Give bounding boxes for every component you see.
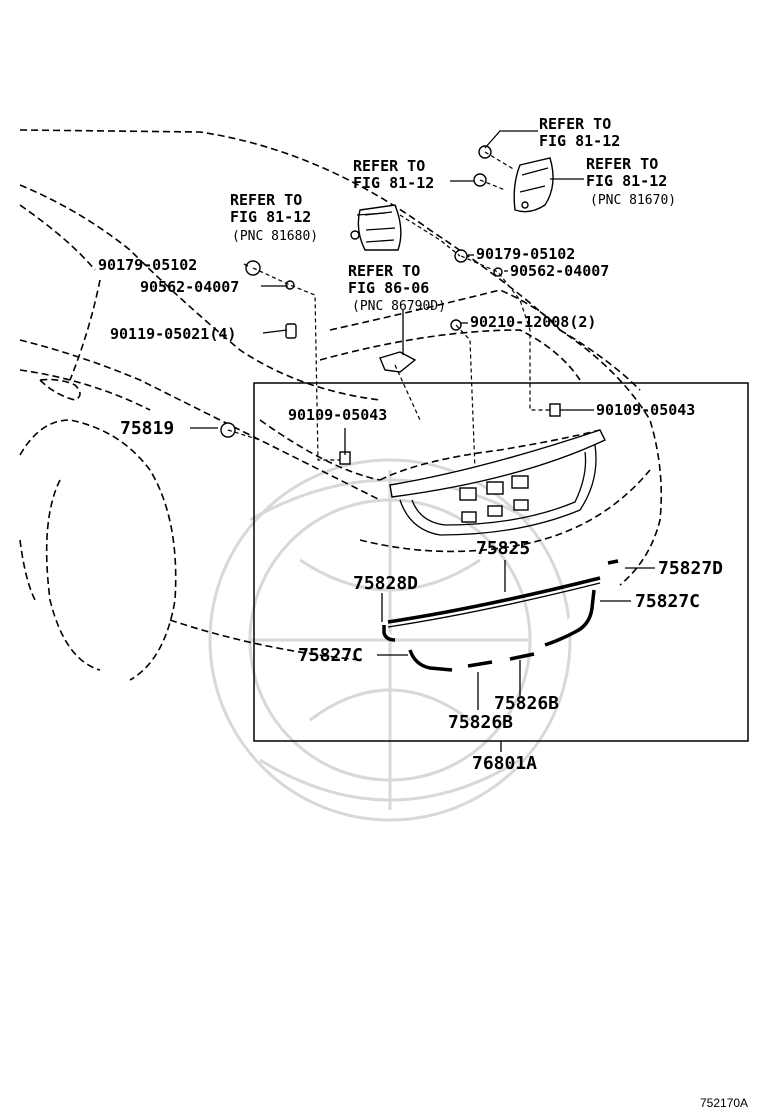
part-90179-right: 90179-05102 <box>476 245 575 263</box>
figure-code: 752170A <box>700 1096 748 1110</box>
part-75819: 75819 <box>120 418 174 439</box>
ref-right-lamp: REFER TO FIG 81-12 (PNC 81670) <box>586 155 676 208</box>
part-90210: 90210-12008(2) <box>470 313 596 331</box>
ref-center: REFER TO FIG 86-06 (PNC 86790D) <box>348 262 446 314</box>
part-75825: 75825 <box>476 538 530 559</box>
part-75827C-left: 75827C <box>298 645 363 666</box>
garnish-assembly <box>389 429 606 536</box>
ref-right-lamp-line2: FIG 81-12 <box>586 172 667 190</box>
ref-left-lamp: REFER TO FIG 81-12 (PNC 81680) <box>230 191 318 244</box>
part-75828D: 75828D <box>353 573 418 594</box>
part-75826B-left: 75826B <box>448 712 513 733</box>
ref-top-right: REFER TO FIG 81-12 <box>539 115 620 150</box>
right-tail-lamp <box>513 157 554 213</box>
part-90109-right: 90109-05043 <box>596 401 695 419</box>
part-75827C-right: 75827C <box>635 591 700 612</box>
part-90109-left: 90109-05043 <box>288 406 387 424</box>
bumper-moldings <box>382 559 619 672</box>
part-76801A: 76801A <box>472 753 537 774</box>
left-tail-lamp <box>350 204 402 251</box>
part-labels: 90179-05102 90562-04007 90119-05021(4) 9… <box>98 245 723 774</box>
ref-top-right-line2: FIG 81-12 <box>539 132 620 150</box>
ref-center-line1: REFER TO <box>348 262 420 280</box>
ref-left-lamp-line2: FIG 81-12 <box>230 208 311 226</box>
ref-center-pnc: (PNC 86790D) <box>352 299 446 314</box>
ref-left-lamp-pnc: (PNC 81680) <box>232 229 318 244</box>
ref-top-right-line1: REFER TO <box>539 115 611 133</box>
ref-middle-line1: REFER TO <box>353 157 425 175</box>
car-body-outline <box>19 129 663 681</box>
ref-right-lamp-pnc: (PNC 81670) <box>590 193 676 208</box>
dashed-leaders <box>227 151 550 471</box>
ref-right-lamp-line1: REFER TO <box>586 155 658 173</box>
ref-left-lamp-line1: REFER TO <box>230 191 302 209</box>
ref-middle-line2: FIG 81-12 <box>353 174 434 192</box>
part-90562-right: 90562-04007 <box>510 262 609 280</box>
part-90179-left: 90179-05102 <box>98 256 197 274</box>
part-90562-left: 90562-04007 <box>140 278 239 296</box>
leader-lines <box>190 130 655 752</box>
ref-center-line2: FIG 86-06 <box>348 279 429 297</box>
part-75826B-right: 75826B <box>494 693 559 714</box>
part-75827D: 75827D <box>658 558 723 579</box>
part-90119: 90119-05021(4) <box>110 325 236 343</box>
ref-middle: REFER TO FIG 81-12 <box>353 157 434 192</box>
